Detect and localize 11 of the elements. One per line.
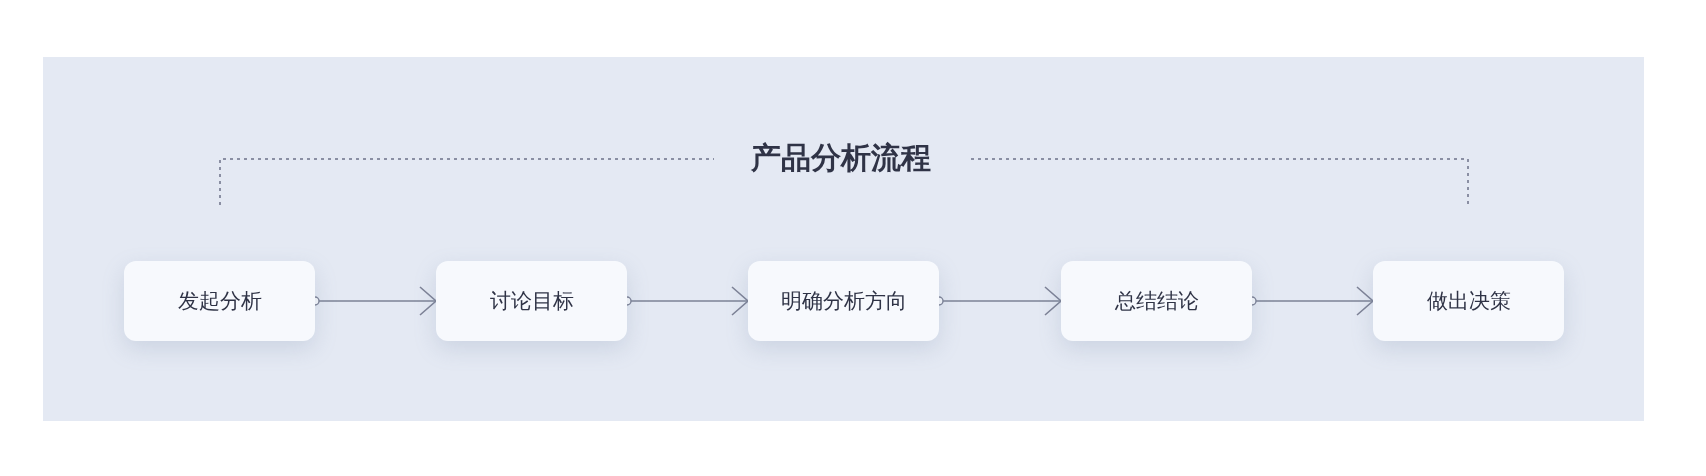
- process-box: [436, 261, 627, 341]
- step-label: 讨论目标: [489, 288, 574, 315]
- step-label: 明确分析方向: [780, 288, 907, 315]
- step-label: 做出决策: [1426, 288, 1511, 315]
- step-label: 总结结论: [1114, 288, 1199, 315]
- process-box: [1061, 261, 1252, 341]
- process-box: [1373, 261, 1564, 341]
- process-box: [748, 261, 939, 341]
- diagram-title: 产品分析流程: [750, 139, 932, 177]
- step-label: 发起分析: [177, 288, 262, 315]
- process-box: [124, 261, 315, 341]
